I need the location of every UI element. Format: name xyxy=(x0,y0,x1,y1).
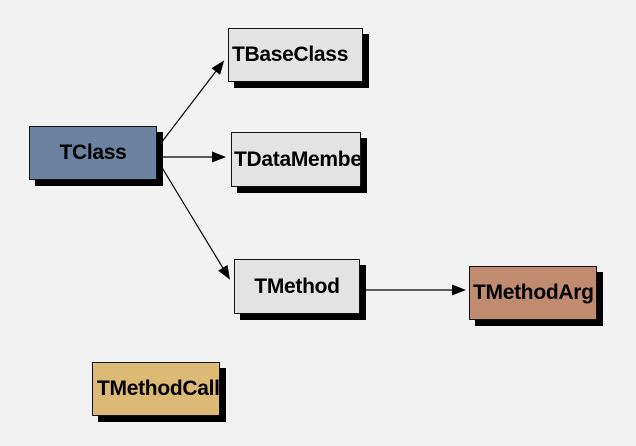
node-tmethod[interactable]: TMethod xyxy=(234,259,360,314)
node-tbaseclass-label: TBaseClass xyxy=(232,43,349,66)
node-tclass[interactable]: TClass xyxy=(29,126,157,180)
edge-tclass-tmethod xyxy=(157,160,231,280)
node-tbaseclass[interactable]: TBaseClass xyxy=(228,28,363,82)
node-tmethodcall-label: TMethodCall xyxy=(97,377,220,400)
edge-tclass-tbaseclass xyxy=(157,60,225,148)
node-tmethodcall[interactable]: TMethodCall xyxy=(92,362,220,416)
node-tdatamember-label: TDataMember xyxy=(234,147,361,171)
node-tmethodarg-label: TMethodArg xyxy=(473,281,594,304)
node-tmethodarg[interactable]: TMethodArg xyxy=(469,266,597,320)
node-tdatamember[interactable]: TDataMember xyxy=(231,132,361,187)
node-tmethod-label: TMethod xyxy=(254,274,340,298)
node-tclass-label: TClass xyxy=(59,141,127,164)
